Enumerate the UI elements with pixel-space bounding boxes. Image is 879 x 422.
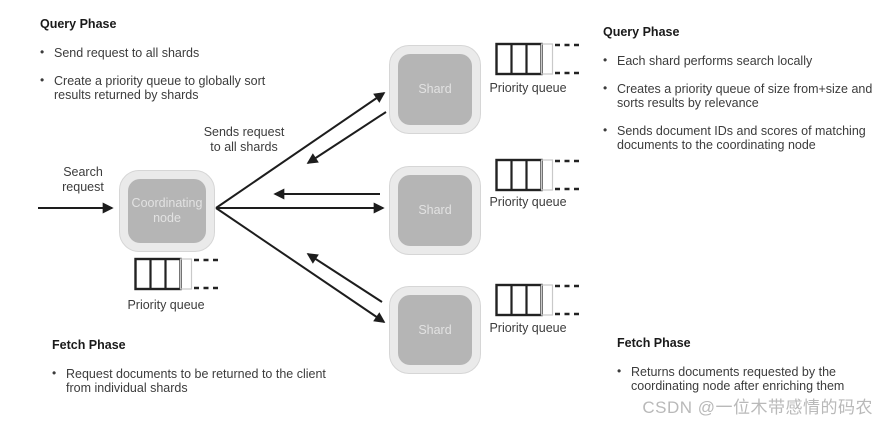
priority-queue-icon bbox=[495, 283, 582, 317]
right-fetch-phase-title: Fetch Phase bbox=[617, 336, 691, 350]
node-to-bottom-shard-arrow bbox=[215, 207, 386, 323]
search-request-label: Search request bbox=[62, 165, 104, 194]
priority-queue-icon bbox=[495, 158, 582, 192]
left-query-phase-title: Query Phase bbox=[40, 17, 117, 31]
bullet-item: Creates a priority queue of size from+si… bbox=[603, 81, 879, 110]
shard-label: Shard bbox=[398, 175, 472, 246]
coordinating-node: Coordinating node bbox=[119, 170, 215, 252]
shard-node-bottom: Shard bbox=[389, 286, 481, 374]
watermark: CSDN @一位木带感情的码农 bbox=[642, 398, 873, 417]
priority-queue-label: Priority queue bbox=[489, 81, 567, 95]
left-fetch-phase-bullets: Request documents to be returned to the … bbox=[52, 366, 352, 395]
right-fetch-phase-panel: Fetch Phase Returns documents requested … bbox=[617, 336, 867, 393]
top-shard-return-arrow bbox=[306, 111, 387, 164]
priority-queue-label: Priority queue bbox=[489, 321, 567, 335]
bullet-item: Create a priority queue to globally sort… bbox=[40, 73, 294, 102]
shard-node-middle: Shard bbox=[389, 166, 481, 255]
shard-label: Shard bbox=[398, 295, 472, 365]
bullet-item: Returns documents requested by the coord… bbox=[617, 364, 859, 393]
right-query-phase-bullets: Each shard performs search locally Creat… bbox=[603, 53, 879, 152]
bottom-shard-return-arrow bbox=[306, 253, 383, 303]
left-query-phase-panel: Query Phase Send request to all shards C… bbox=[40, 17, 298, 102]
priority-queue-label: Priority queue bbox=[489, 195, 567, 209]
bullet-item: Each shard performs search locally bbox=[603, 53, 877, 68]
sends-request-label: Sends request to all shards bbox=[203, 125, 285, 154]
coordinating-node-label: Coordinating node bbox=[128, 179, 206, 243]
priority-queue-icon bbox=[134, 257, 221, 291]
left-fetch-phase-panel: Fetch Phase Request documents to be retu… bbox=[52, 338, 352, 395]
bullet-item: Request documents to be returned to the … bbox=[52, 366, 344, 395]
shard-node-top: Shard bbox=[389, 45, 481, 134]
right-fetch-phase-bullets: Returns documents requested by the coord… bbox=[617, 364, 867, 393]
priority-queue-icon bbox=[495, 42, 582, 76]
bullet-item: Send request to all shards bbox=[40, 45, 298, 60]
shard-label: Shard bbox=[398, 54, 472, 125]
left-query-phase-bullets: Send request to all shards Create a prio… bbox=[40, 45, 298, 102]
right-query-phase-title: Query Phase bbox=[603, 25, 680, 39]
right-query-phase-panel: Query Phase Each shard performs search l… bbox=[603, 25, 877, 152]
bullet-item: Sends document IDs and scores of matchin… bbox=[603, 123, 879, 152]
left-fetch-phase-title: Fetch Phase bbox=[52, 338, 126, 352]
priority-queue-label: Priority queue bbox=[127, 298, 205, 312]
